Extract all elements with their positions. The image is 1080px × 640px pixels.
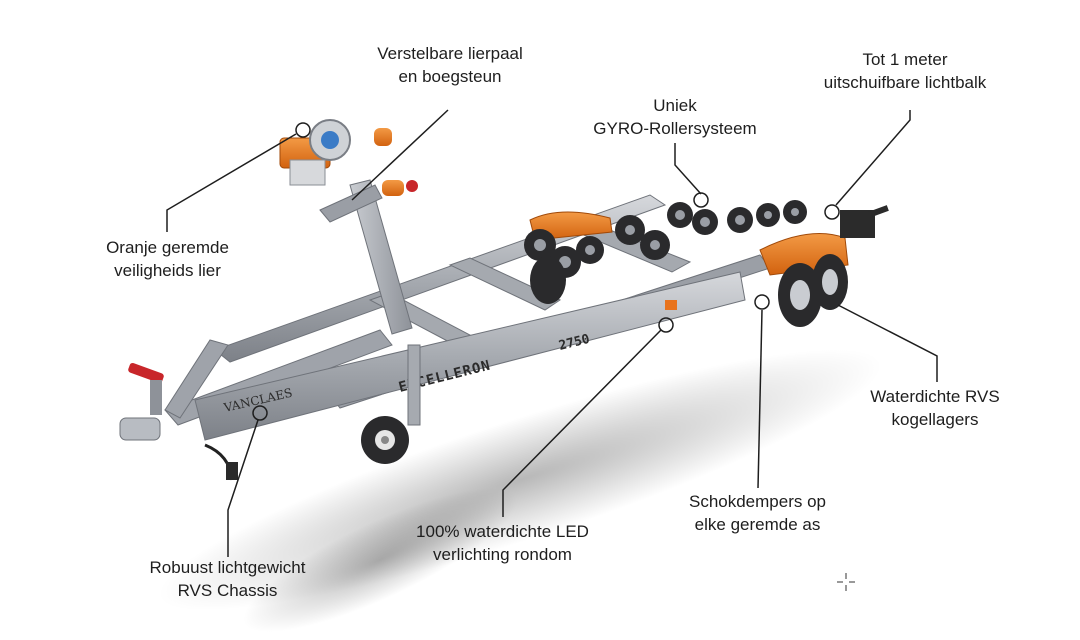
callout-bearings: Waterdichte RVS kogellagers (845, 385, 1025, 431)
callout-led-lighting: 100% waterdichte LED verlichting rondom (390, 520, 615, 566)
callout-chassis-line1: Robuust lichtgewicht (149, 558, 306, 577)
jockey-wheel (361, 344, 421, 464)
callout-winch-post: Verstelbare lierpaal en boegsteun (340, 42, 560, 88)
ground-shadow (158, 349, 882, 633)
road-wheels (530, 254, 848, 327)
leader-line-winch-post (351, 109, 449, 201)
callout-winch-line2: veiligheids lier (114, 261, 221, 280)
callout-led-lighting-line2: verlichting rondom (433, 545, 572, 564)
callout-winch-line1: Oranje geremde (106, 238, 229, 257)
leader-line-lightbar (835, 110, 911, 206)
winch (279, 119, 418, 196)
callout-gyro-rollers-line2: GYRO-Rollersysteem (593, 119, 757, 138)
callout-shock-absorbers-line1: Schokdempers op (688, 492, 827, 511)
callout-ring-icon (693, 192, 709, 208)
leader-line-shock (757, 309, 763, 489)
led-light (665, 300, 677, 310)
callout-shock-absorbers-line2: elke geremde as (694, 515, 821, 534)
callout-ring-icon (658, 317, 674, 333)
leader-line-winch (166, 133, 297, 232)
crosshair-cursor-icon (837, 573, 855, 591)
callout-gyro-rollers: Uniek GYRO-Rollersysteem (565, 94, 785, 140)
leader-line-gyro (674, 143, 702, 195)
callout-light-bar-line2: uitschuifbare lichtbalk (823, 73, 987, 92)
leader-lines (166, 109, 938, 557)
leader-line-led (502, 329, 662, 517)
light-bar (840, 205, 889, 238)
callout-rings (252, 122, 840, 421)
callout-winch-post-line1: Verstelbare lierpaal (377, 44, 523, 63)
model-number-text: 2750 (557, 332, 591, 354)
callout-winch-post-line2: en boegsteun (398, 67, 502, 86)
callout-winch: Oranje geremde veiligheids lier (70, 236, 265, 282)
leader-line-chassis (227, 419, 259, 557)
callout-light-bar-line1: Tot 1 meter (862, 50, 948, 69)
callout-chassis: Robuust lichtgewicht RVS Chassis (120, 556, 335, 602)
callout-ring-icon (754, 294, 770, 310)
callout-chassis-line2: RVS Chassis (177, 581, 278, 600)
callout-shock-absorbers: Schokdempers op elke geremde as (665, 490, 850, 536)
callout-ring-icon (824, 204, 840, 220)
callout-ring-icon (295, 122, 311, 138)
callout-light-bar: Tot 1 meter uitschuifbare lichtbalk (795, 48, 1015, 94)
callout-bearings-line1: Waterdichte RVS (870, 387, 1000, 406)
callout-led-lighting-line1: 100% waterdichte LED (416, 522, 589, 541)
callout-gyro-rollers-line1: Uniek (653, 96, 697, 115)
tow-hitch (119, 362, 238, 481)
leader-line-bearings (837, 304, 938, 382)
callout-ring-icon (252, 405, 268, 421)
callout-bearings-line2: kogellagers (891, 410, 979, 429)
